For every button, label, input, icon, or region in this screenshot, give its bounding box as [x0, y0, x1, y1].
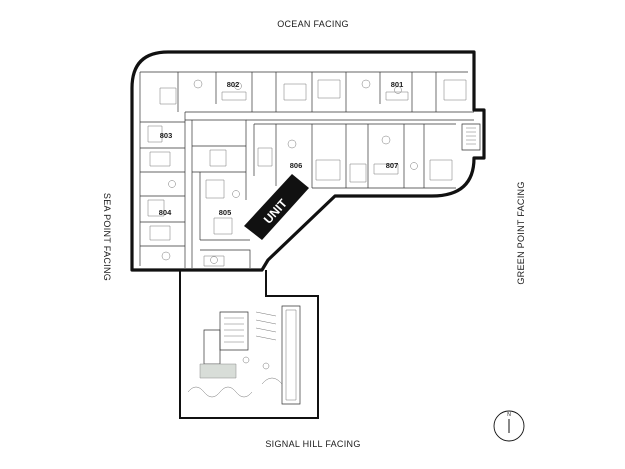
corridor	[184, 111, 474, 268]
unit-label-804: 804	[159, 208, 172, 217]
north-arrow-icon: N	[493, 410, 525, 442]
building-outline	[130, 50, 486, 419]
orientation-east-label: GREEN POINT FACING	[516, 181, 526, 284]
east-wing-units	[253, 123, 456, 189]
orientation-south-label: SIGNAL HILL FACING	[265, 439, 360, 449]
unit-label-802: 802	[227, 80, 240, 89]
orientation-west-label: SEA POINT FACING	[102, 193, 112, 281]
unit-label-807: 807	[386, 161, 399, 170]
unit-label-806: 806	[290, 161, 303, 170]
north-wing-units	[139, 71, 468, 112]
central-core-units	[192, 145, 251, 268]
unit-label-803: 803	[160, 131, 173, 140]
unit-label-801: 801	[391, 80, 404, 89]
west-wing-units	[139, 112, 185, 266]
podium-deck	[187, 305, 301, 405]
stair-core-east	[461, 123, 481, 151]
orientation-north-label: OCEAN FACING	[277, 19, 349, 29]
unit-label-805: 805	[219, 208, 232, 217]
compass-north-label: N	[507, 412, 511, 418]
